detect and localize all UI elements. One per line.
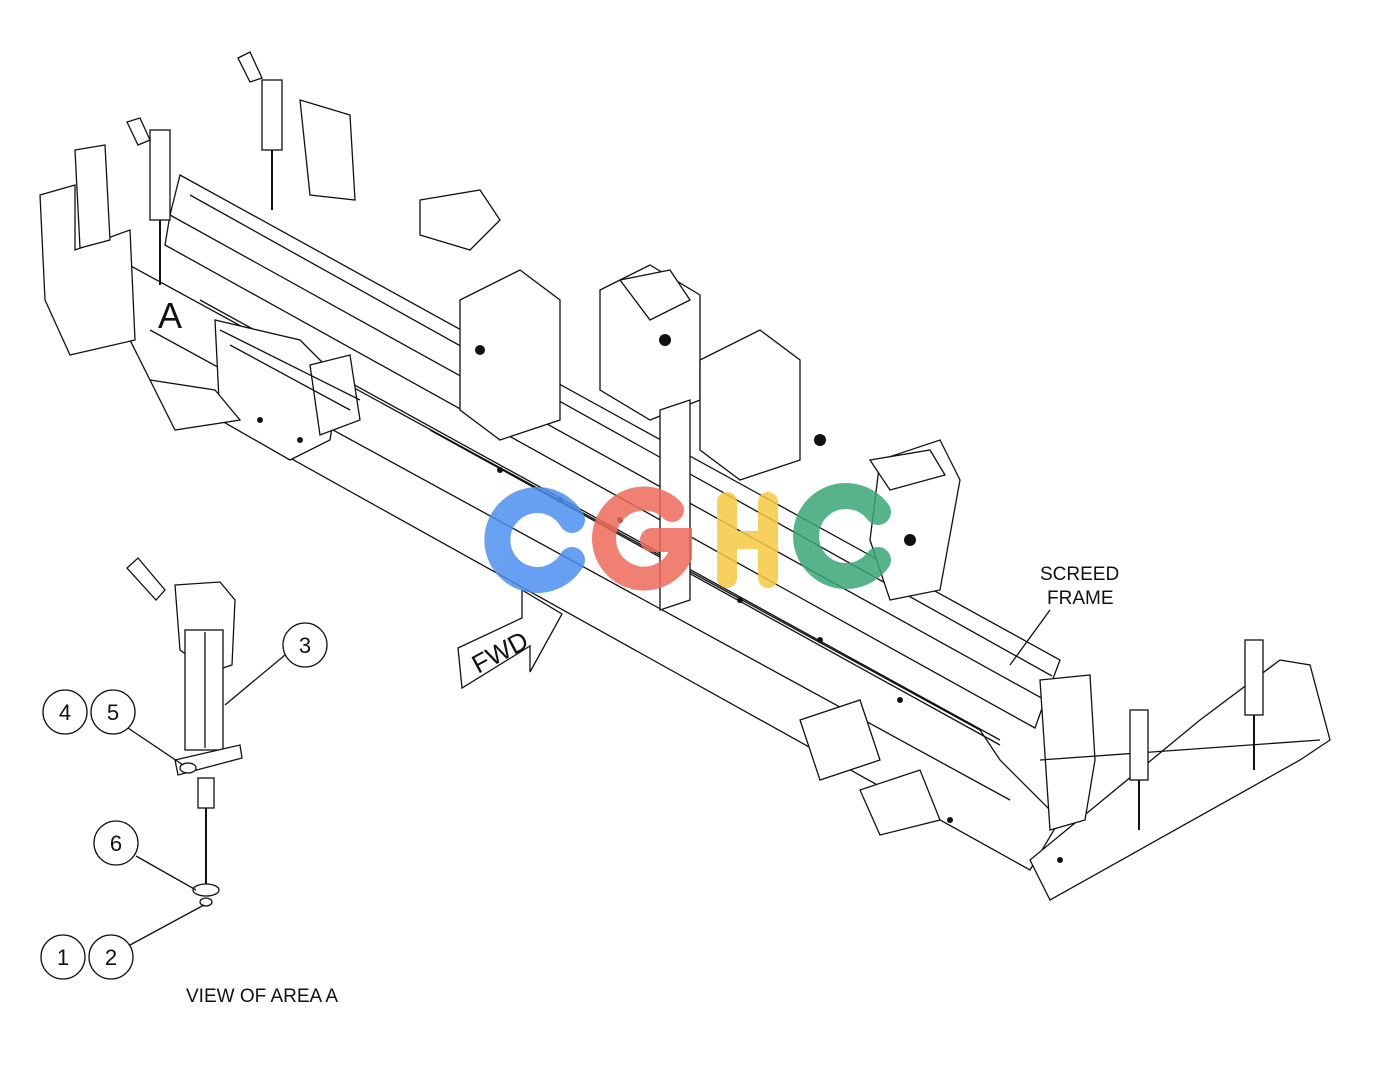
callout-6: 6 — [93, 820, 139, 866]
watermark-letter-h — [717, 492, 778, 588]
lift-cylinder-right-b — [1244, 639, 1264, 770]
callout-1-2-leader — [129, 904, 205, 946]
lift-cylinder-left — [126, 117, 171, 285]
callout-3: 3 — [282, 622, 328, 668]
watermark-letter-g — [592, 486, 692, 591]
callout-2-label: 2 — [105, 945, 117, 970]
screed-frame-leader-line — [1009, 609, 1051, 666]
watermark-logo — [484, 483, 891, 593]
view-caption: VIEW OF AREA A — [186, 986, 338, 1007]
detail-lift-cylinder — [126, 557, 243, 907]
callout-2: 2 — [88, 934, 134, 980]
callout-4-label: 4 — [59, 700, 71, 725]
screed-frame-label-line1: SCREED — [1040, 564, 1119, 585]
callout-1-label: 1 — [57, 945, 69, 970]
forward-arrow: FWD — [457, 588, 563, 690]
screed-frame-label: SCREED FRAME — [1009, 564, 1119, 666]
callout-3-leader — [224, 654, 286, 706]
lift-cylinder-center — [237, 51, 283, 210]
callout-4-5-leader — [127, 727, 184, 766]
callout-4: 4 — [42, 689, 88, 735]
watermark-letter-c2 — [793, 483, 891, 589]
callout-3-label: 3 — [299, 633, 311, 658]
callout-6-leader — [135, 855, 197, 891]
detail-view-area-a: 1 2 3 4 5 6 VIEW OF AREA A — [40, 557, 338, 1007]
callout-1: 1 — [40, 934, 86, 980]
area-a-marker: A — [158, 295, 182, 336]
lift-cylinder-right-a — [1129, 709, 1149, 830]
callout-5-label: 5 — [107, 700, 119, 725]
watermark-letter-c1 — [484, 487, 585, 593]
callout-6-label: 6 — [110, 831, 122, 856]
screed-frame-assembly — [39, 51, 1331, 901]
screed-frame-label-line2: FRAME — [1047, 588, 1114, 609]
callout-5: 5 — [90, 689, 136, 735]
